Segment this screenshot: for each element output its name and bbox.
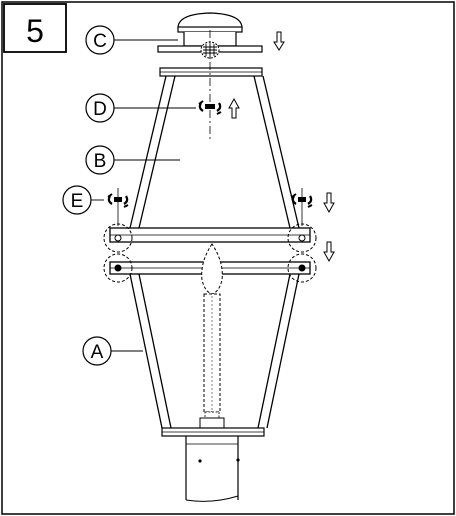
part-label-d-text: D — [93, 99, 107, 120]
part-label-b: B — [85, 145, 180, 175]
part-label-a-text: A — [91, 342, 104, 363]
band-screw-lower-left — [103, 253, 133, 283]
part-label-e-text: E — [71, 191, 84, 212]
part-label-b-text: B — [94, 151, 107, 172]
candle-bulb — [201, 243, 223, 295]
candle-socket — [203, 293, 221, 419]
part-label-c-text: C — [93, 31, 107, 52]
part-label-e: E — [62, 185, 104, 215]
part-label-d: D — [85, 93, 196, 123]
part-label-a: A — [82, 336, 143, 366]
band-screw-lower-right — [287, 253, 317, 283]
step-number-box: 5 — [3, 3, 67, 53]
base-plate — [161, 417, 265, 437]
top-plate — [159, 67, 263, 77]
up-arrow-icon — [228, 97, 240, 119]
down-arrow-icon — [323, 192, 335, 214]
step-number: 5 — [26, 13, 44, 49]
down-arrow-icon — [273, 31, 285, 51]
upper-band — [109, 227, 311, 243]
rotate-screw-icon — [291, 193, 313, 208]
part-label-c: C — [85, 25, 178, 55]
upper-glass-panel — [129, 75, 300, 229]
lamp-post — [185, 436, 240, 502]
down-arrow-icon — [323, 241, 335, 263]
lower-glass-panel — [129, 273, 300, 429]
rotate-screw-icon — [107, 193, 129, 208]
rotate-screw-icon — [198, 100, 222, 115]
